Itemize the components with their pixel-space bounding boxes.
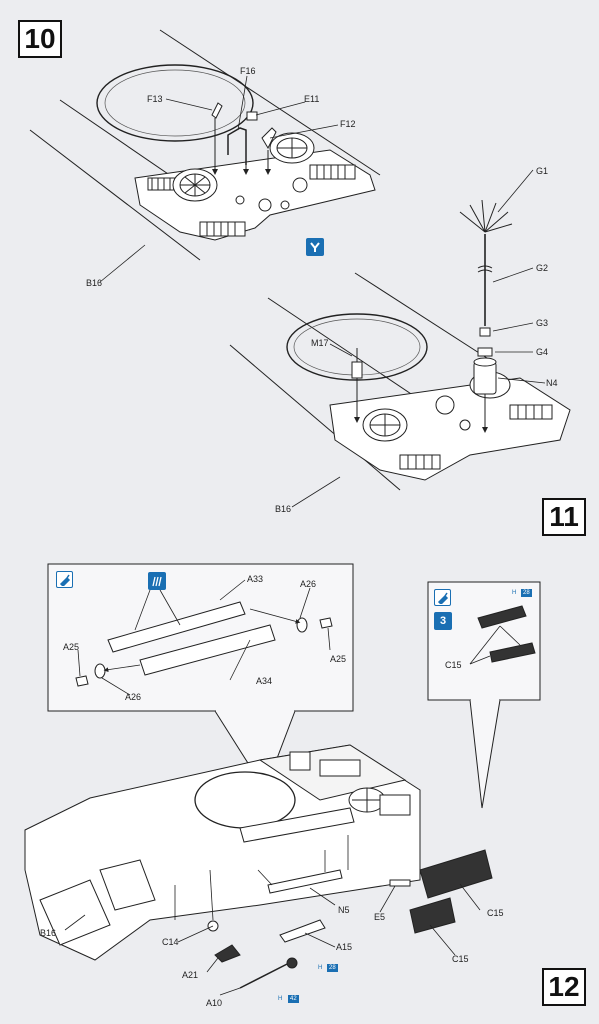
label-c15-inset: C15: [445, 660, 462, 670]
label-c15-right: C15: [487, 908, 504, 918]
label-a10: A10: [206, 998, 223, 1008]
label-b16-step10: B16: [86, 278, 103, 288]
label-g4: G4: [536, 347, 549, 357]
label-a34: A34: [256, 676, 273, 686]
color-code-prefix-a10: H: [278, 996, 283, 1002]
x3-count: 3: [439, 615, 447, 627]
y-marker-icon: [306, 238, 324, 256]
step-number-11: 11: [542, 498, 586, 536]
label-g3: G3: [536, 318, 549, 328]
label-a25-left: A25: [63, 642, 80, 652]
glue-bottle-icon: [434, 589, 451, 606]
step-number-12: 12: [542, 968, 586, 1006]
color-code-prefix-a15: H: [318, 965, 323, 971]
color-code-chip: 28: [521, 589, 532, 597]
label-a26-bottom: A26: [125, 692, 142, 702]
step-number-10: 10: [18, 20, 62, 58]
label-m17: M17: [311, 338, 329, 348]
glue-bottle-icon: [56, 571, 73, 588]
label-e5: E5: [374, 912, 386, 922]
label-a33: A33: [247, 574, 264, 584]
label-f13: F13: [147, 94, 163, 104]
label-b16-step12: B16: [40, 928, 57, 938]
label-c15-bottom: C15: [452, 954, 469, 964]
color-code-prefix: H: [512, 590, 517, 596]
label-n5: N5: [338, 905, 350, 915]
label-a26-top: A26: [300, 579, 317, 589]
label-a25-right: A25: [330, 654, 347, 664]
cement-brush-icon: [148, 572, 166, 590]
label-e11: E11: [304, 94, 320, 104]
label-c14: C14: [162, 937, 179, 947]
label-g2: G2: [536, 263, 549, 273]
label-n4: N4: [546, 378, 558, 388]
label-a21: A21: [182, 970, 199, 980]
times-three-icon: 3: [434, 612, 452, 630]
label-b16-step11: B16: [275, 504, 292, 514]
label-a15: A15: [336, 942, 353, 952]
label-f12: F12: [340, 119, 356, 129]
color-code-chip-a15: 28: [327, 964, 338, 972]
label-f16: F16: [240, 66, 256, 76]
color-code-chip-a10: 42: [288, 995, 299, 1003]
label-g1: G1: [536, 166, 549, 176]
